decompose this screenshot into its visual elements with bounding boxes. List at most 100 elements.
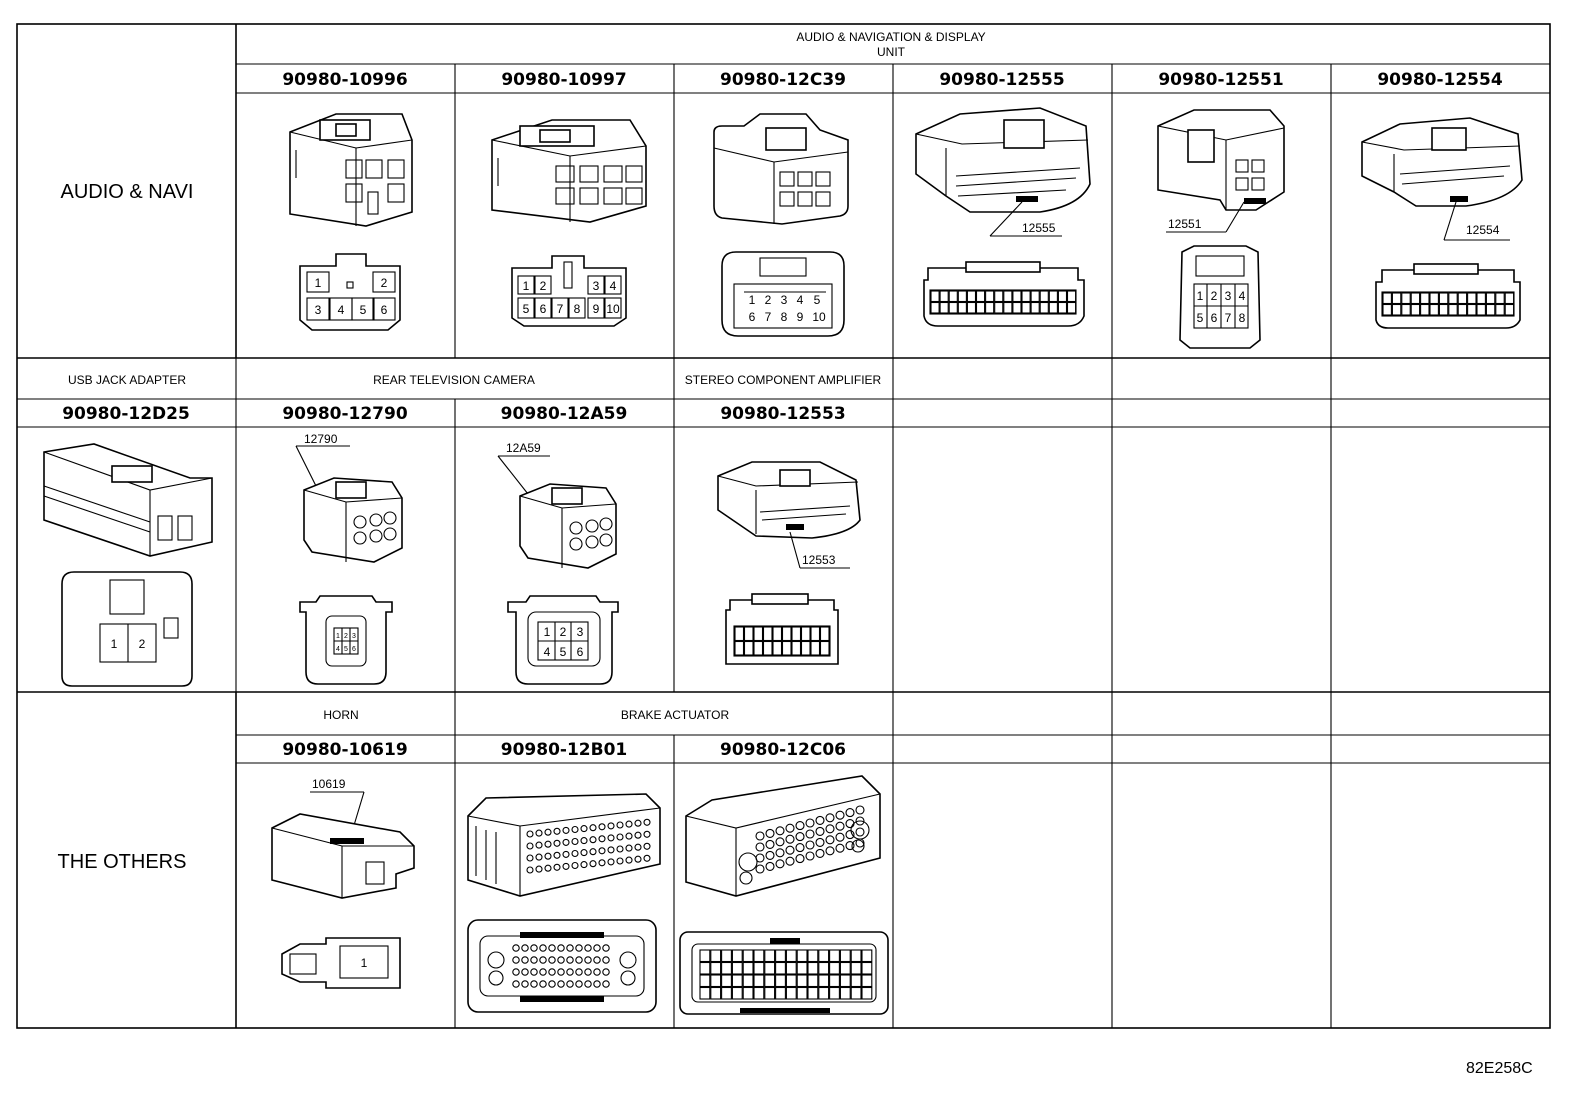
pin-cavity bbox=[521, 980, 529, 988]
pin-cavity bbox=[775, 949, 786, 963]
pin-cavity bbox=[815, 837, 825, 847]
pin-cavity bbox=[1012, 301, 1022, 314]
connector-face: 1 2 3 4 5 6 bbox=[299, 595, 393, 685]
pin-cavity bbox=[805, 818, 815, 828]
connector-iso-drawing bbox=[717, 461, 861, 569]
pin-cavity bbox=[593, 944, 601, 952]
pin-cavity bbox=[548, 980, 556, 988]
pin-cavity bbox=[562, 862, 570, 870]
pin-cavity bbox=[800, 626, 811, 642]
pin-cavity bbox=[845, 830, 855, 840]
pin-cavity bbox=[835, 843, 845, 853]
pin-cavity bbox=[512, 980, 520, 988]
pin-cavity bbox=[829, 986, 840, 1000]
pin-cavity bbox=[1066, 290, 1077, 303]
pin-cavity bbox=[521, 956, 529, 964]
pin-cavity bbox=[1476, 303, 1486, 316]
pin-cavity bbox=[607, 846, 615, 854]
pin-label: 5 bbox=[1197, 311, 1204, 325]
connector-90980-12554: 12554 bbox=[1361, 117, 1523, 329]
pin-cavity bbox=[839, 961, 851, 975]
connector-face bbox=[467, 919, 657, 1013]
pin-cavity bbox=[985, 301, 995, 314]
pin-cavity bbox=[781, 626, 792, 642]
pin-cavity bbox=[796, 974, 808, 988]
connector-face: 1 2 3 4 5 6 7 8 9 10 bbox=[721, 251, 845, 337]
pin-cavity bbox=[1021, 290, 1031, 303]
pin-cavity bbox=[1030, 301, 1040, 314]
pin-cavity bbox=[643, 830, 651, 838]
pin-cavity bbox=[548, 944, 556, 952]
pin-cavity bbox=[731, 949, 743, 963]
pin-cavity bbox=[805, 840, 815, 850]
pin-cavity bbox=[753, 640, 764, 656]
connector-face: 1 2 3 4 5 6 bbox=[299, 253, 401, 331]
pin-cavity bbox=[535, 865, 543, 873]
pin-cavity bbox=[742, 949, 754, 963]
pin-cavity bbox=[765, 850, 775, 860]
pin-cavity bbox=[1391, 292, 1402, 305]
pin-cavity bbox=[535, 853, 543, 861]
pin-cavity bbox=[521, 944, 529, 952]
connector-face bbox=[679, 931, 889, 1015]
pin-cavity bbox=[1438, 292, 1449, 305]
pin-label: 8 bbox=[781, 310, 788, 324]
pin-cavity bbox=[753, 961, 765, 975]
pin-label: 1 bbox=[361, 956, 368, 970]
connector-iso-drawing bbox=[1157, 109, 1285, 233]
connector-90980-10619: 10619 1 bbox=[271, 777, 415, 989]
pin-cavity bbox=[616, 857, 624, 865]
pin-cavity bbox=[805, 851, 815, 861]
pin-cavity bbox=[1467, 303, 1477, 316]
pin-cavity bbox=[602, 944, 610, 952]
pin-cavity bbox=[1448, 292, 1458, 305]
pin-cavity bbox=[557, 980, 565, 988]
pin-cavity bbox=[975, 290, 986, 303]
pin-cavity bbox=[553, 827, 561, 835]
part-number: 90980-12553 bbox=[720, 404, 845, 424]
pin-cavity bbox=[721, 949, 732, 963]
pin-cavity bbox=[861, 986, 873, 1000]
pin-cavity bbox=[743, 626, 754, 642]
pin-cavity bbox=[512, 944, 520, 952]
pin-cavity bbox=[1485, 303, 1496, 316]
pin-cavity bbox=[753, 986, 765, 1000]
pin-cavity bbox=[1457, 292, 1468, 305]
pin-cavity bbox=[835, 821, 845, 831]
pin-cavity bbox=[1382, 303, 1392, 316]
pin-cavity bbox=[755, 842, 765, 852]
part-number: 90980-12551 bbox=[1158, 70, 1283, 90]
pin-cavity bbox=[829, 949, 840, 963]
pin-cavity bbox=[1401, 292, 1411, 305]
pin-cavity bbox=[795, 843, 805, 853]
pin-grid bbox=[930, 290, 1077, 314]
pin-cavity bbox=[593, 968, 601, 976]
pin-cavity bbox=[1012, 290, 1022, 303]
pin-cavity bbox=[580, 825, 588, 833]
pin-cavity bbox=[562, 838, 570, 846]
pin-cavity bbox=[710, 974, 722, 988]
pin-grid bbox=[1382, 292, 1515, 316]
pin-cavity bbox=[825, 835, 835, 845]
connector-iso-drawing bbox=[271, 813, 415, 899]
pin-cavity bbox=[775, 974, 786, 988]
pin-cavity bbox=[1003, 301, 1013, 314]
pin-cavity bbox=[584, 956, 592, 964]
pin-cavity bbox=[855, 827, 865, 837]
pin-cavity bbox=[1438, 303, 1449, 316]
pin-cavity bbox=[775, 848, 785, 858]
pin-label: 8 bbox=[1239, 311, 1246, 325]
part-number: 90980-10619 bbox=[282, 740, 407, 760]
pin-cavity bbox=[772, 640, 783, 656]
connector-face: 1 2 3 4 5 6 7 8 9 10 bbox=[511, 255, 627, 327]
part-number: 90980-10997 bbox=[501, 70, 626, 90]
connector-callout: 12554 bbox=[1466, 223, 1500, 237]
part-number: 90980-10996 bbox=[282, 70, 407, 90]
pin-cavity bbox=[557, 956, 565, 964]
part-number: 90980-12C39 bbox=[720, 70, 846, 90]
row-label-audio-navi: AUDIO & NAVI bbox=[61, 181, 194, 203]
pin-cavity bbox=[753, 974, 765, 988]
part-number: 90980-12D25 bbox=[62, 404, 190, 424]
pin-cavity bbox=[634, 831, 642, 839]
pin-cavity bbox=[1410, 292, 1421, 305]
